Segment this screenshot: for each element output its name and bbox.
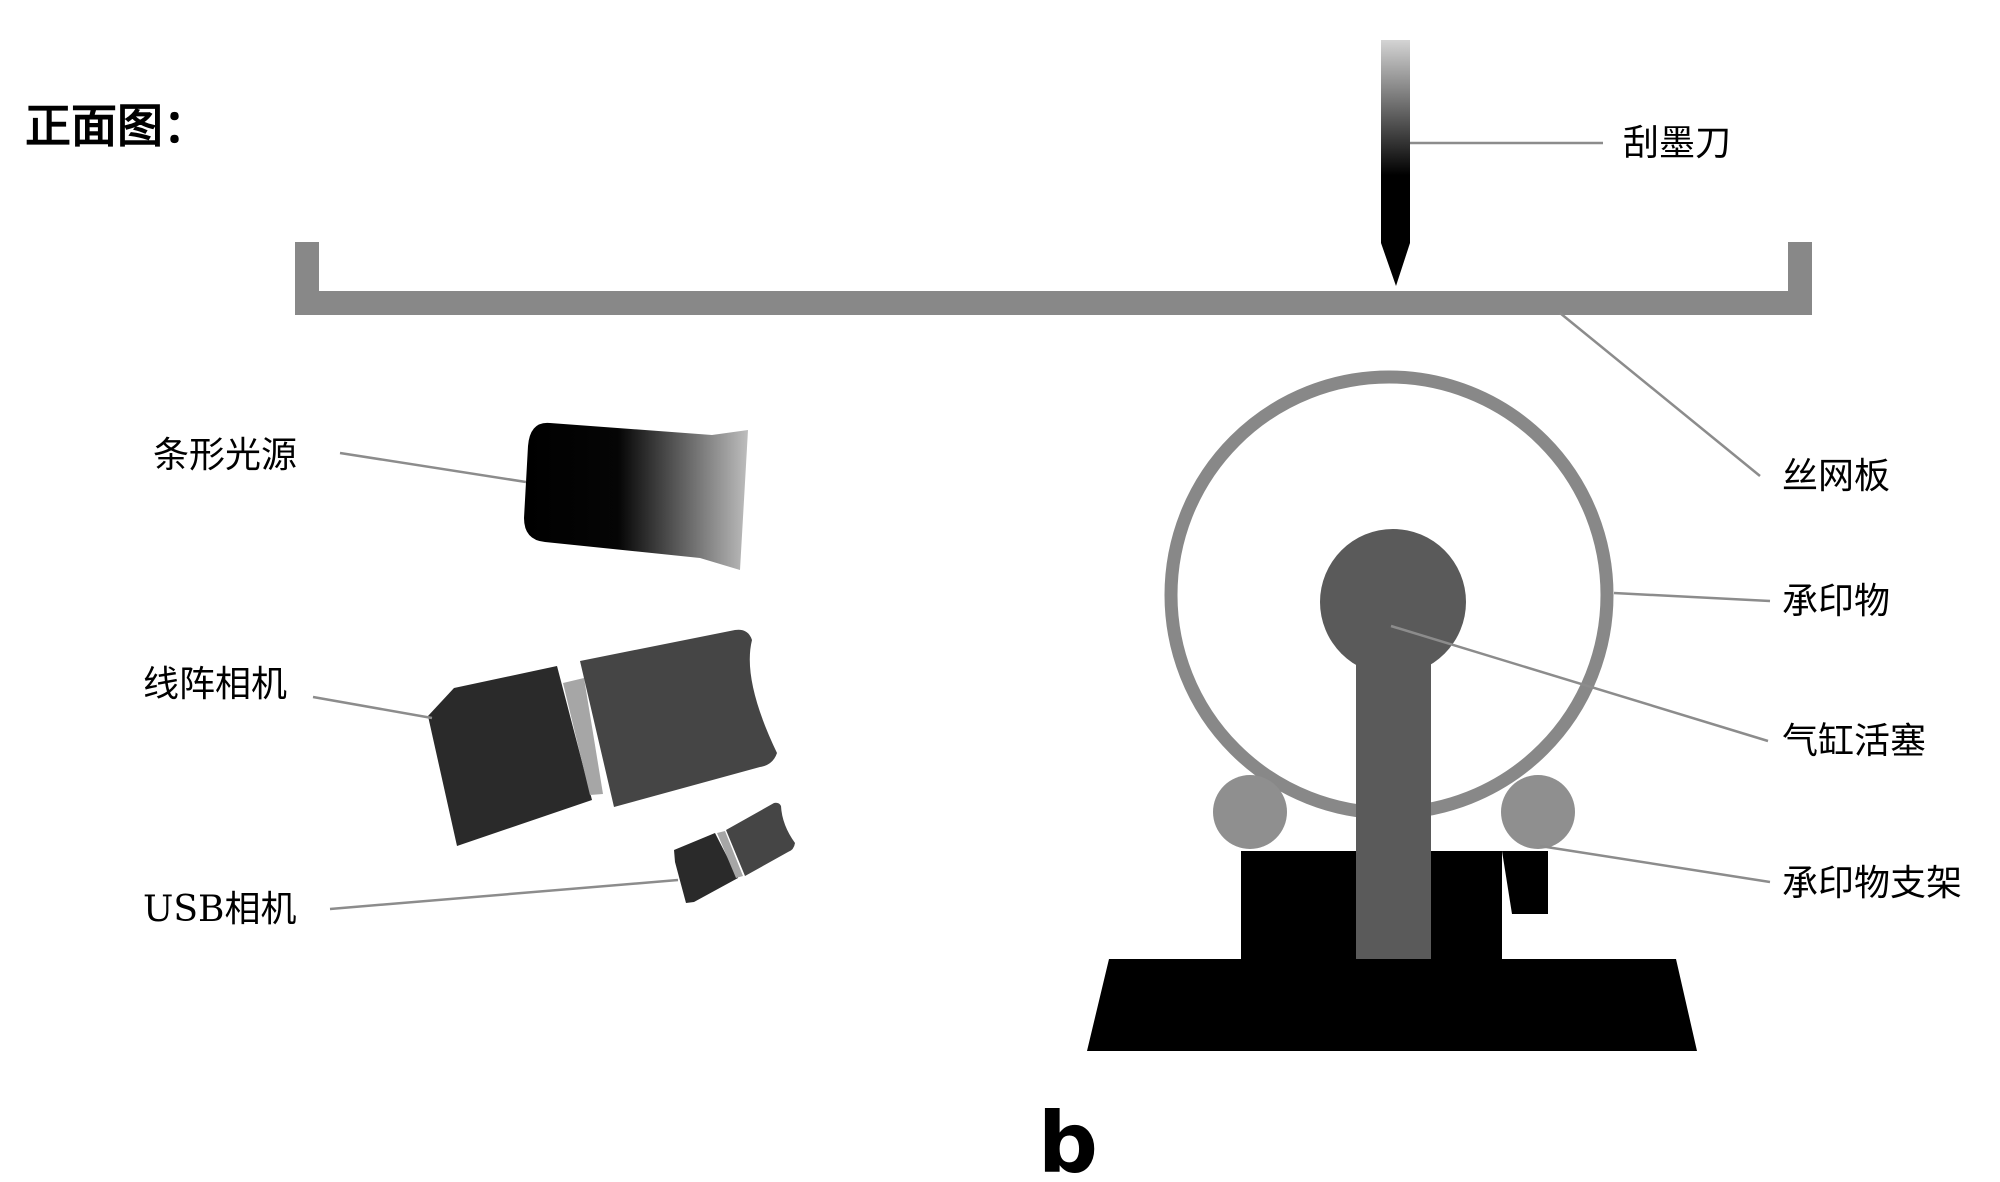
- leader-line-camera: [312, 695, 433, 720]
- screen-plate: [295, 242, 1812, 315]
- leader-lines: [312, 141, 1771, 911]
- strip-light-source: [524, 422, 748, 570]
- label-substrate: 承印物: [1782, 581, 1890, 622]
- leader-usb-camera: [329, 878, 679, 911]
- usb-camera: [674, 802, 795, 903]
- label-substrate-holder: 承印物支架: [1782, 863, 1962, 904]
- label-cylinder-piston: 气缸活塞: [1782, 721, 1926, 762]
- leader-substrate: [1613, 591, 1771, 603]
- squeegee: [1381, 40, 1410, 286]
- leader-screen-plate: [1559, 312, 1761, 477]
- label-usb-camera: USB相机: [143, 889, 296, 930]
- leader-substrate-holder: [1539, 844, 1771, 884]
- cylinder-piston: [1320, 529, 1466, 959]
- substrate-holder-balls: [1213, 775, 1575, 849]
- line-scan-camera: [428, 629, 777, 846]
- label-line-camera: 线阵相机: [143, 664, 287, 705]
- label-screen-plate: 丝网板: [1782, 456, 1890, 497]
- page-title: 正面图：: [25, 99, 209, 153]
- label-squeegee: 刮墨刀: [1623, 123, 1731, 164]
- panel-letter: b: [1038, 1094, 1098, 1182]
- leader-strip-light: [339, 451, 527, 484]
- leader-cylinder-piston: [1390, 624, 1769, 743]
- label-strip-light: 条形光源: [153, 435, 297, 476]
